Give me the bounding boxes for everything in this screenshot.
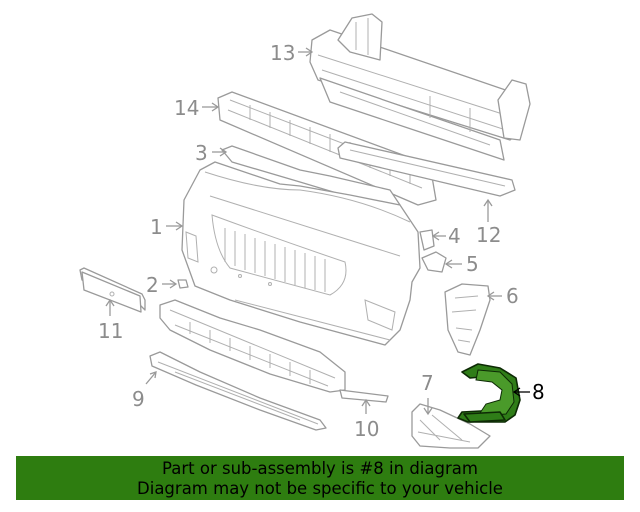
- callout-label-4: 4: [448, 224, 461, 248]
- impact-bar: [309, 13, 531, 161]
- callout-9: 9: [132, 371, 157, 411]
- lower-valance: [159, 299, 389, 403]
- callout-2: 2: [146, 273, 178, 297]
- lower-support: [337, 141, 516, 197]
- bumper-cover: [181, 161, 421, 346]
- callout-3: 3: [195, 141, 228, 165]
- callout-label-12: 12: [476, 223, 501, 247]
- callout-1: 1: [150, 215, 184, 239]
- callout-10: 10: [354, 398, 379, 441]
- upper-grille-molding: [221, 145, 401, 207]
- fog-lamp-bezel-lower: [411, 403, 491, 449]
- clip: [419, 229, 435, 251]
- banner-line-1: Part or sub-assembly is #8 in diagram: [162, 459, 478, 478]
- bracket: [421, 251, 447, 273]
- callout-label-5: 5: [466, 252, 479, 276]
- license-plate-bracket: [79, 267, 146, 313]
- lower-spoiler: [149, 351, 327, 431]
- callout-label-9: 9: [132, 387, 145, 411]
- callout-12: 12: [476, 198, 501, 247]
- callout-label-10: 10: [354, 417, 379, 441]
- callout-label-14: 14: [174, 96, 199, 120]
- callout-14: 14: [174, 96, 220, 120]
- fastener: [177, 279, 189, 289]
- fog-lamp-trim-highlighted: [457, 363, 521, 423]
- callout-label-6: 6: [506, 284, 519, 308]
- callout-7: 7: [421, 371, 434, 416]
- banner-line-2: Diagram may not be specific to your vehi…: [137, 479, 503, 498]
- callout-4: 4: [431, 224, 461, 248]
- callout-8: 8: [512, 380, 545, 404]
- callout-label-2: 2: [146, 273, 159, 297]
- callout-label-1: 1: [150, 215, 163, 239]
- callout-11: 11: [98, 298, 123, 343]
- callout-label-3: 3: [195, 141, 208, 165]
- callout-label-11: 11: [98, 319, 123, 343]
- exploded-parts-diagram: 13 14 3 1 2 4 5 6 12: [79, 13, 545, 449]
- callout-13: 13: [270, 41, 314, 65]
- side-bracket: [444, 283, 491, 356]
- callout-label-7: 7: [421, 371, 434, 395]
- callout-label-8: 8: [532, 380, 545, 404]
- callout-label-13: 13: [270, 41, 295, 65]
- callout-6: 6: [486, 284, 519, 308]
- info-banner: Part or sub-assembly is #8 in diagram Di…: [16, 456, 624, 500]
- callout-5: 5: [444, 252, 479, 276]
